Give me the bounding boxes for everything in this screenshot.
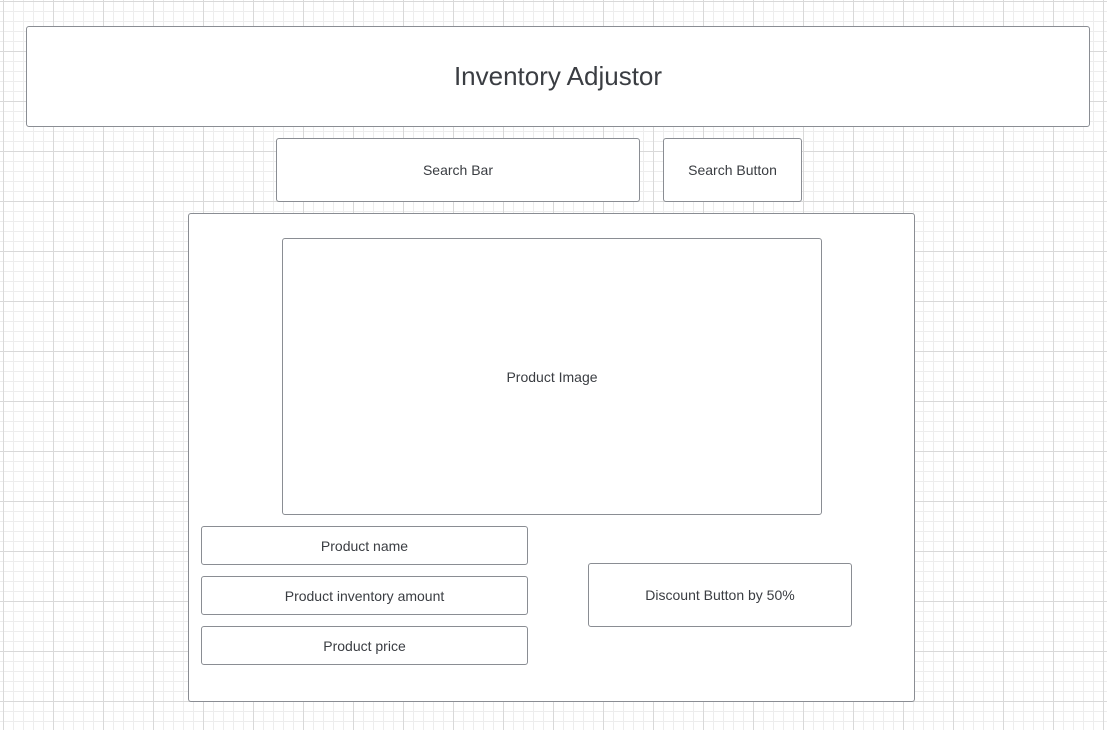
- search-bar[interactable]: Search Bar: [276, 138, 640, 202]
- product-inventory-label: Product inventory amount: [284, 587, 445, 604]
- product-name-field: Product name: [201, 526, 528, 565]
- product-inventory-field: Product inventory amount: [201, 576, 528, 615]
- product-price-label: Product price: [323, 637, 406, 654]
- search-button-label: Search Button: [688, 162, 777, 178]
- app-title: Inventory Adjustor: [453, 61, 663, 91]
- product-image: Product Image: [282, 238, 822, 515]
- app-title-banner: Inventory Adjustor: [26, 26, 1090, 127]
- search-button[interactable]: Search Button: [663, 138, 802, 202]
- product-image-label: Product Image: [506, 368, 598, 385]
- search-bar-label: Search Bar: [422, 162, 494, 178]
- product-name-label: Product name: [320, 537, 409, 554]
- product-price-field: Product price: [201, 626, 528, 665]
- discount-button-label: Discount Button by 50%: [645, 587, 795, 603]
- discount-button[interactable]: Discount Button by 50%: [588, 563, 852, 627]
